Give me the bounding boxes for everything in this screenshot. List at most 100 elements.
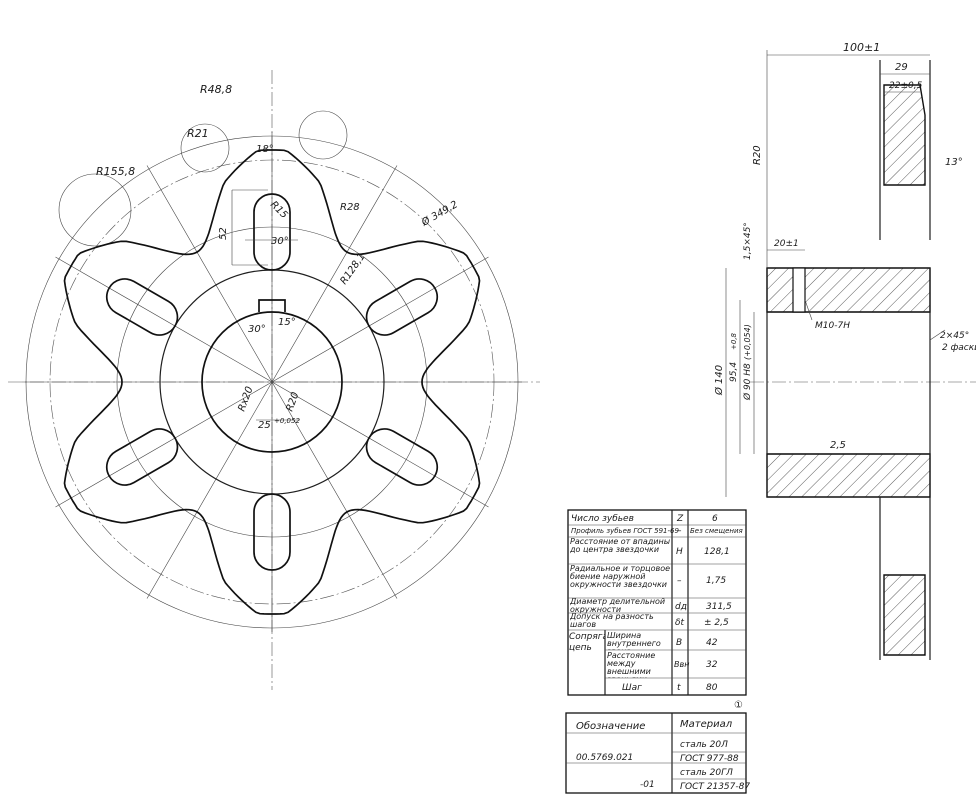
- construction-ray: [271, 256, 489, 383]
- dim-ang13: 13°: [945, 157, 963, 168]
- lightening-slot: [253, 193, 291, 271]
- param-2-val: 128,1: [704, 547, 730, 557]
- roller-circle-right: [298, 110, 348, 160]
- param-0-name: Число зубьев: [571, 514, 634, 524]
- dim-angle-tooth: 18°: [256, 144, 274, 155]
- param-6-val: 42: [706, 638, 718, 648]
- leader-m10: [804, 299, 813, 321]
- construction-ray: [55, 381, 273, 508]
- web-outline-bottom: [879, 497, 931, 660]
- lightening-slot: [253, 493, 291, 571]
- param-4-sym: dд: [675, 602, 687, 612]
- construction-ray: [146, 165, 273, 383]
- dim-ang30: 30°: [248, 324, 266, 335]
- dim-d95: 95,4: [729, 362, 739, 382]
- param-2-name: Расстояние от впадины до центра звездочк…: [570, 538, 671, 554]
- param-4-val: 311,5: [706, 602, 732, 612]
- leader-chamfer: [929, 329, 946, 341]
- dim-d140: Ø 140: [713, 365, 725, 396]
- material-header-right: Материал: [680, 719, 733, 730]
- dim-r15: R15: [268, 199, 290, 221]
- param-3-name: Радиальное и торцовое биение наружной ок…: [570, 565, 671, 589]
- dim-m10: M10-7H: [815, 321, 850, 331]
- dim-len52: 52: [218, 227, 229, 240]
- dim-ch15: 1,5×45°: [743, 222, 753, 260]
- roller-circle-left: [180, 123, 230, 173]
- param-2-sym: H: [676, 547, 683, 557]
- param-1-val: Без смещения: [690, 527, 743, 535]
- material-1-mat: ГОСТ 977-88: [680, 754, 739, 764]
- material-table-frame: [565, 712, 747, 794]
- keyway: [258, 299, 286, 312]
- param-row-lines: [568, 524, 746, 679]
- param-group-box: Сопрягаемая цепь: [569, 632, 605, 653]
- lightening-slots: [105, 193, 439, 571]
- param-5-sym: δt: [675, 618, 685, 628]
- param-6-name-box: Ширина внутреннего звена: [607, 632, 661, 650]
- dim-rough: 2,5: [830, 440, 846, 451]
- param-table-frame: [567, 509, 747, 696]
- bore-circle: [201, 311, 343, 453]
- construction-ray: [55, 256, 273, 383]
- side-view: 100±1 29 22±0,5 R20 13° 1,5×45° 20±1 M10…: [713, 41, 976, 660]
- sprocket-outline: [63, 149, 481, 615]
- dim-dia: Ø 349,2: [419, 198, 460, 229]
- front-view: R48,8 R155,8 R21 18° R15 52 30° R28 Ø 34…: [8, 70, 540, 690]
- param-0-val: 6: [712, 514, 718, 524]
- dim-w20: 20±1: [774, 239, 799, 249]
- dim-ch2b: 2 фаски: [942, 343, 976, 353]
- dim-ang30-slot: 30°: [271, 236, 289, 247]
- tooth-section-bottom: [883, 574, 926, 656]
- dim-d95-tol: +0,8: [730, 332, 738, 350]
- param-2-name-box: Расстояние от впадины до центра звездочк…: [570, 538, 671, 554]
- dim-ang15: 15°: [278, 317, 296, 328]
- construction-rays: [22, 132, 522, 632]
- param-7-name: Расстояние между внешними звеньями: [607, 652, 656, 678]
- material-0-mat: сталь 20Л: [680, 740, 728, 750]
- tooth-section-top: [883, 84, 926, 186]
- param-6-name: Ширина внутреннего звена: [607, 632, 661, 650]
- construction-ray: [271, 381, 489, 508]
- param-8-sym: t: [677, 683, 681, 693]
- threaded-hole: [792, 267, 806, 313]
- material-3-mat: ГОСТ 21357-87: [680, 782, 750, 792]
- hub-section-bottom: [766, 453, 931, 498]
- dim-d90: Ø 90 H8: [742, 363, 753, 401]
- dim-w29: 29: [895, 62, 908, 73]
- material-marker: ①: [734, 700, 743, 711]
- param-4-name: Диаметр делительной окружности: [570, 598, 666, 614]
- param-5-val: ± 2,5: [704, 618, 729, 628]
- lightening-slot: [365, 428, 439, 486]
- lightening-slot: [105, 428, 179, 486]
- dim-r128: R128,1: [338, 251, 367, 286]
- construction-ray: [146, 381, 273, 599]
- material-table: ① Обозначение Материал сталь 20Л 00.5769…: [565, 700, 750, 794]
- param-1-name: Профиль зубьев ГОСТ 591-69: [571, 527, 679, 535]
- dim-r20: R20: [284, 391, 301, 413]
- param-group-label: Сопрягаемая цепь: [569, 632, 605, 653]
- param-3-sym: –: [677, 576, 682, 586]
- param-4-name-box: Диаметр делительной окружности: [570, 598, 666, 614]
- param-5-name: Допуск на разность шагов: [570, 613, 654, 629]
- param-7-sym: Bвн: [674, 660, 689, 669]
- param-8-name: Шаг: [622, 683, 642, 693]
- dim-r-outer: R155,8: [96, 165, 135, 178]
- dim-side-r20: R20: [752, 145, 763, 165]
- param-1-sym: –: [677, 526, 682, 536]
- param-5-name-box: Допуск на разность шагов: [570, 613, 654, 629]
- construction-ray: [271, 381, 398, 599]
- construction-ray: [271, 165, 398, 383]
- material-header-left: Обозначение: [576, 720, 645, 732]
- material-1-code: 00.5769.021: [576, 753, 633, 763]
- dim-key: 25: [258, 420, 271, 431]
- material-2-mat: сталь 20ГЛ: [680, 768, 733, 778]
- dim-w100: 100±1: [843, 41, 880, 54]
- lightening-slot: [105, 278, 179, 336]
- web-outline-top: [879, 60, 931, 240]
- param-3-name-box: Радиальное и торцовое биение наружной ок…: [570, 565, 671, 589]
- dim-r-tip: R48,8: [200, 83, 232, 96]
- roller-circle-outer: [58, 173, 132, 247]
- dim-rx20: Rx20: [236, 385, 255, 413]
- dim-r28: R28: [340, 202, 360, 213]
